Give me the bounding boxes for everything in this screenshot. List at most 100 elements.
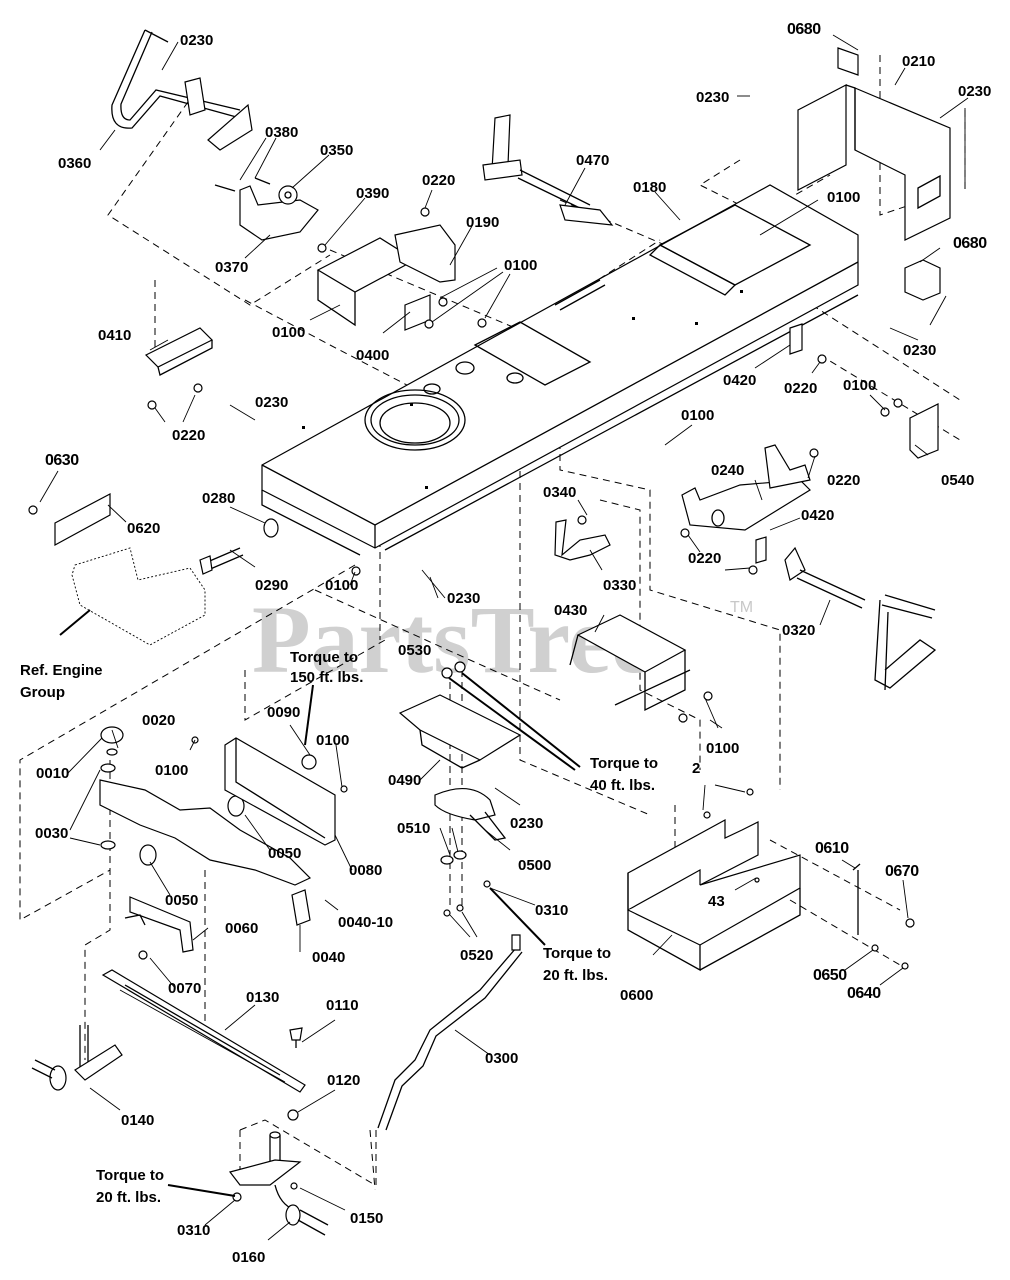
label-0020: 0020	[142, 712, 175, 729]
torque20a-line2: 20 ft. lbs.	[543, 967, 608, 984]
label-0190: 0190	[466, 214, 499, 231]
label-0280: 0280	[202, 490, 235, 507]
label-0230: 0230	[447, 590, 480, 607]
torque20b-line2: 20 ft. lbs.	[96, 1189, 161, 1206]
label-0230: 0230	[255, 394, 288, 411]
label-0220: 0220	[172, 427, 205, 444]
lever-assembly-0360	[111, 29, 319, 241]
bracket-0190	[316, 207, 487, 331]
label-0470: 0470	[576, 152, 609, 169]
bar-0130	[101, 969, 306, 1093]
label-0180: 0180	[633, 179, 666, 196]
label-0230: 0230	[696, 89, 729, 106]
label-0520: 0520	[460, 947, 493, 964]
label-0490: 0490	[388, 772, 421, 789]
label-0220: 0220	[688, 550, 721, 567]
part-labels: 0230 0360 0380 0350 0370 0390 0220 0190 …	[35, 21, 991, 1266]
pedal-0320	[784, 546, 937, 691]
label-0230: 0230	[958, 83, 991, 100]
bracket-0060	[124, 896, 194, 960]
label-0100: 0100	[325, 577, 358, 594]
leader-lines	[39, 34, 969, 1241]
shaft-0470	[482, 114, 614, 226]
label-0420: 0420	[801, 507, 834, 524]
label-0310: 0310	[535, 902, 568, 919]
notes: Ref. Engine Group Torque to 150 ft. lbs.…	[20, 649, 658, 1206]
label-0040: 0040	[312, 949, 345, 966]
label-0600: 0600	[620, 987, 653, 1004]
label-0430: 0430	[554, 602, 587, 619]
plate-0430	[569, 614, 713, 723]
label-0680: 0680	[787, 21, 821, 38]
label-0010: 0010	[36, 765, 69, 782]
label-0030: 0030	[35, 825, 68, 842]
label-ref-2: 2	[692, 760, 700, 777]
label-0290: 0290	[255, 577, 288, 594]
label-0400: 0400	[356, 347, 389, 364]
label-0370: 0370	[215, 259, 248, 276]
label-0630: 0630	[45, 452, 79, 469]
torque20a-line1: Torque to	[543, 945, 611, 962]
bolt-0290	[199, 518, 361, 576]
label-0500: 0500	[518, 857, 551, 874]
label-0100: 0100	[316, 732, 349, 749]
label-0150: 0150	[350, 1210, 383, 1227]
engine-ref-line2: Group	[20, 684, 65, 701]
label-0220: 0220	[827, 472, 860, 489]
label-0100: 0100	[504, 257, 537, 274]
label-0330: 0330	[603, 577, 636, 594]
label-0210: 0210	[902, 53, 935, 70]
torque150-line2: 150 ft. lbs.	[290, 669, 363, 686]
label-0240: 0240	[711, 462, 744, 479]
label-0100: 0100	[155, 762, 188, 779]
label-0220: 0220	[422, 172, 455, 189]
rear-bracket-0210	[797, 47, 951, 301]
label-0050: 0050	[268, 845, 301, 862]
label-0230: 0230	[180, 32, 213, 49]
label-0060: 0060	[225, 920, 258, 937]
label-0100: 0100	[706, 740, 739, 757]
label-ref-43: 43	[708, 893, 725, 910]
label-0620: 0620	[127, 520, 160, 537]
label-0680: 0680	[953, 235, 987, 252]
label-0050: 0050	[165, 892, 198, 909]
axle-0040	[99, 726, 312, 926]
label-0100: 0100	[681, 407, 714, 424]
pivot-bar-0080	[224, 737, 348, 846]
torque150-line1: Torque to	[290, 649, 358, 666]
label-0070: 0070	[168, 980, 201, 997]
label-0340: 0340	[543, 484, 576, 501]
label-0670: 0670	[885, 863, 919, 880]
label-0540: 0540	[941, 472, 974, 489]
fasteners-0110	[287, 1027, 303, 1121]
label-0140: 0140	[121, 1112, 154, 1129]
plate-0420	[748, 323, 939, 575]
label-0090: 0090	[267, 704, 300, 721]
torque40-line2: 40 ft. lbs.	[590, 777, 655, 794]
cover-0600	[627, 788, 915, 972]
label-0350: 0350	[320, 142, 353, 159]
label-0510: 0510	[397, 820, 430, 837]
bracket-0410	[144, 327, 214, 410]
label-0310: 0310	[177, 1222, 210, 1239]
label-0420: 0420	[723, 372, 756, 389]
label-0640: 0640	[847, 985, 881, 1002]
lever-0330	[554, 515, 611, 561]
label-0080: 0080	[349, 862, 382, 879]
label-0380: 0380	[265, 124, 298, 141]
label-0040-10: 0040-10	[338, 914, 393, 931]
label-0120: 0120	[327, 1072, 360, 1089]
label-0130: 0130	[246, 989, 279, 1006]
label-0230: 0230	[903, 342, 936, 359]
label-0230: 0230	[510, 815, 543, 832]
bracket-0240	[680, 444, 819, 538]
spindle-0140	[31, 1025, 123, 1091]
main-frame-0180	[261, 184, 859, 556]
label-0100: 0100	[843, 377, 876, 394]
label-0530: 0530	[398, 642, 431, 659]
plate-0490	[398, 661, 522, 917]
engine-reference	[28, 493, 206, 646]
label-0410: 0410	[98, 327, 131, 344]
label-0110: 0110	[326, 997, 359, 1014]
label-0100: 0100	[827, 189, 860, 206]
